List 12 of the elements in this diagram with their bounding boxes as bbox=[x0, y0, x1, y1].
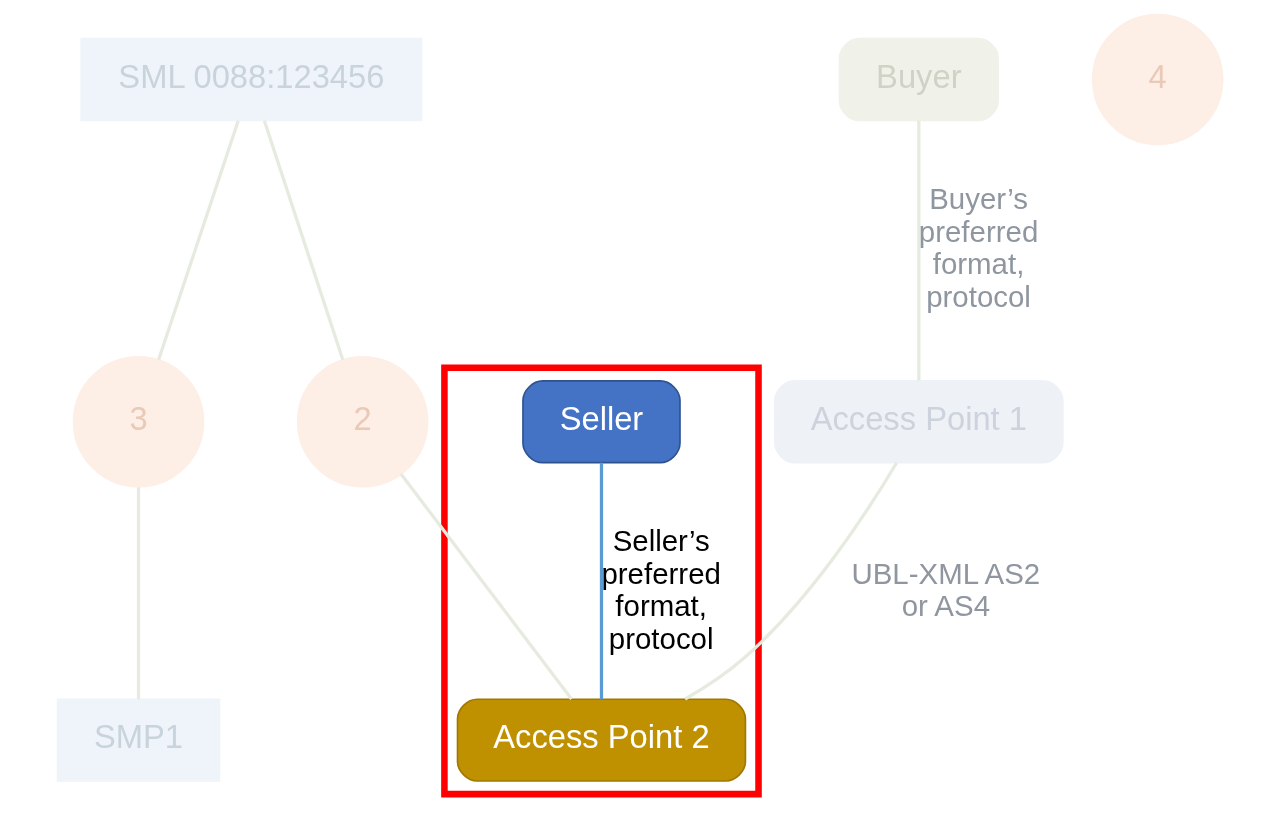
connector bbox=[157, 120, 240, 361]
connector bbox=[599, 462, 604, 700]
edge-label: Buyer’s preferred format, protocol bbox=[918, 181, 1039, 313]
node-box: Seller bbox=[522, 380, 681, 464]
cluster bbox=[441, 364, 762, 798]
node-box: Access Point 2 bbox=[456, 698, 747, 782]
edge-label: Seller’s preferred format, protocol bbox=[601, 524, 721, 656]
connector bbox=[262, 120, 345, 361]
connector bbox=[399, 473, 573, 700]
edge-label: UBL-XML AS2 or AS4 bbox=[851, 556, 1041, 623]
connector bbox=[136, 487, 141, 700]
connector bbox=[684, 461, 899, 701]
